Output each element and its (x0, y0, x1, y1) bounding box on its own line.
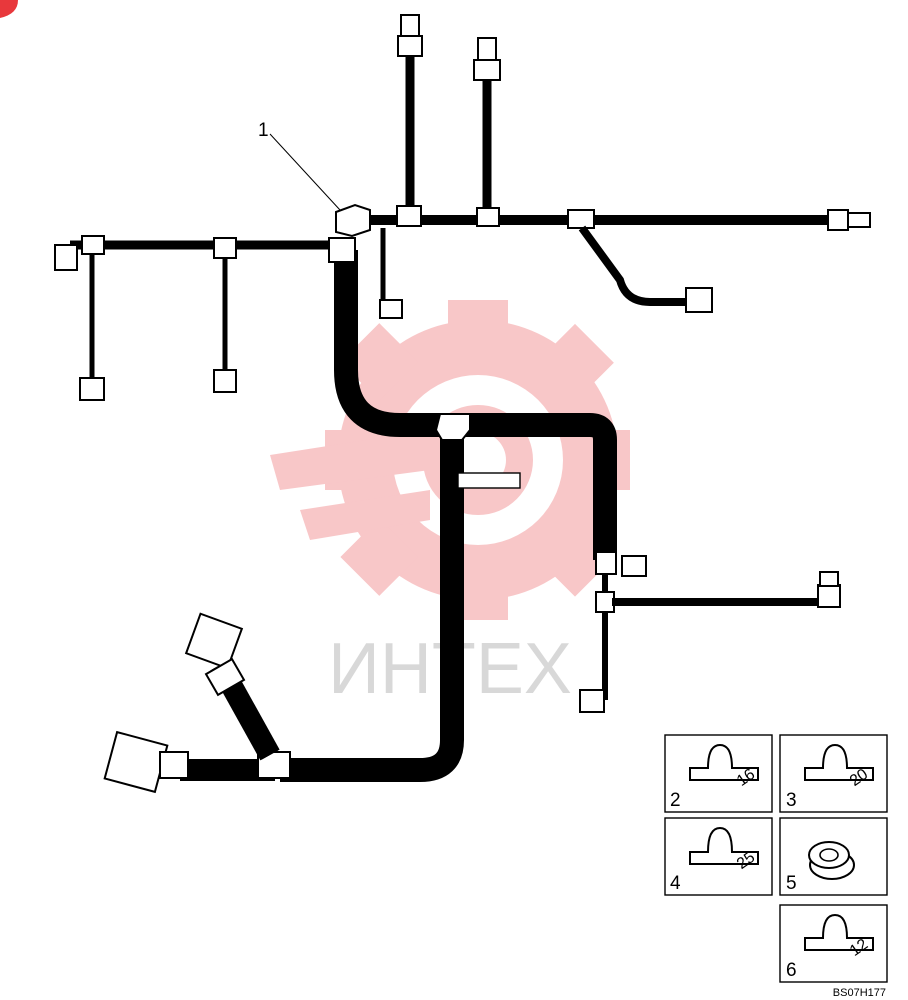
left-branch (54, 235, 356, 401)
corner-mark (0, 0, 18, 18)
main-trunk (280, 250, 617, 782)
grommet-icon (808, 841, 855, 880)
inset-part-4-number: 4 (670, 873, 681, 894)
inset-part-2: 2 16 (664, 734, 773, 813)
inset-part-5-number: 5 (786, 873, 797, 894)
right-branch (579, 551, 841, 713)
callout-harness: 1 (258, 120, 341, 211)
drawing-code: BS07H177 (833, 987, 886, 999)
lower-left-branch (103, 612, 291, 794)
inset-parts-table: 2 16 3 20 4 25 5 (664, 734, 888, 983)
inset-part-2-number: 2 (670, 790, 681, 811)
inset-part-3: 3 20 (779, 734, 888, 813)
callout-1-label: 1 (258, 120, 269, 141)
inset-part-6: 6 12 (779, 904, 888, 983)
top-branch (335, 14, 871, 319)
inset-part-3-number: 3 (786, 790, 797, 811)
inset-part-5: 5 (779, 817, 888, 896)
inset-part-6-number: 6 (786, 960, 797, 981)
inset-part-4: 4 25 (664, 817, 773, 896)
